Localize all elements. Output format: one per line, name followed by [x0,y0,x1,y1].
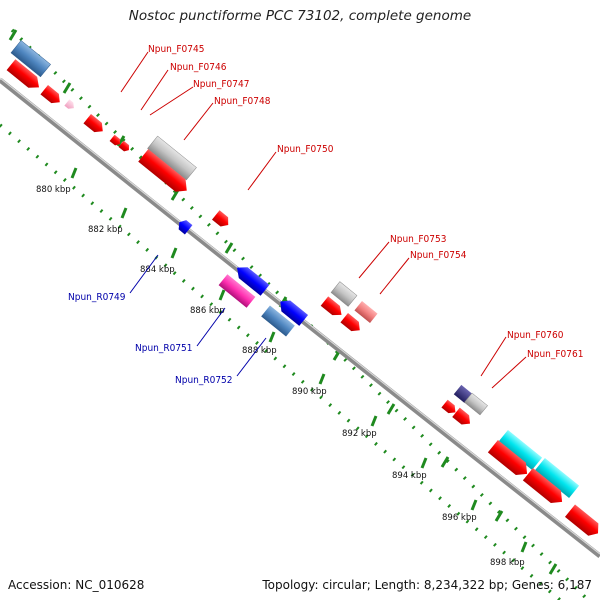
gene-label-f0746[interactable]: Npun_F0746 [170,62,227,73]
cds-arrow-small[interactable] [109,134,123,148]
cds-arrow-forward[interactable] [452,407,474,429]
accession-text: Accession: NC_010628 [8,578,145,592]
scale-label-884: 884 kbp [140,265,175,275]
gene-block-cyan[interactable] [534,457,580,499]
cds-arrow-forward[interactable] [138,149,192,197]
cds-arrow-forward[interactable] [40,85,63,107]
cds-arrow-reverse[interactable] [233,262,270,296]
gene-label-r0751[interactable]: Npun_R0751 [135,343,193,354]
scale-label-896: 896 kbp [442,513,477,523]
cds-arrow-forward[interactable] [487,439,532,480]
forward-callouts [120,51,527,389]
pseudo-arrow[interactable] [64,99,76,111]
gene-block-salmon[interactable] [354,301,378,323]
gene-block-gray[interactable] [147,135,197,181]
gene-block-steel[interactable] [10,40,51,78]
scale-labels: 880 kbp 882 kbp 884 kbp 886 kbp 888 kbp … [36,185,525,568]
cds-arrow-reverse[interactable] [176,218,193,235]
cds-arrow-forward[interactable] [441,399,458,417]
scale-label-886: 886 kbp [190,306,225,316]
gene-block-cyan[interactable] [497,429,543,471]
scale-label-880: 880 kbp [36,185,71,195]
cds-arrow-forward[interactable] [6,59,44,93]
gene-label-f0748[interactable]: Npun_F0748 [214,96,271,107]
gene-label-f0747[interactable]: Npun_F0747 [193,79,249,90]
scale-label-898: 898 kbp [490,558,525,568]
trna-block[interactable] [218,274,256,308]
cds-arrow-forward[interactable] [564,504,600,539]
cds-arrow-reverse[interactable] [276,296,309,326]
forward-labels: Npun_F0745 Npun_F0746 Npun_F0747 Npun_F0… [148,44,583,360]
inner-dotted-track [0,123,562,600]
cds-arrow-forward[interactable] [522,467,567,508]
rrna-block-steel[interactable] [261,305,295,337]
scale-label-888: 888 kbp [242,346,277,356]
cds-arrow-forward[interactable] [83,114,106,136]
cds-arrow-forward[interactable] [340,313,363,335]
scale-label-882: 882 kbp [88,225,123,235]
cds-arrow-forward[interactable] [320,296,346,319]
gene-label-r0752[interactable]: Npun_R0752 [175,375,233,386]
topology-summary: Topology: circular; Length: 8,234,322 bp… [262,578,592,592]
gene-label-f0753[interactable]: Npun_F0753 [390,234,446,245]
gene-label-f0761[interactable]: Npun_F0761 [527,349,583,360]
gene-label-r0749[interactable]: Npun_R0749 [68,292,126,303]
inner-major-ticks [70,167,528,553]
gene-label-f0750[interactable]: Npun_F0750 [277,144,334,155]
gene-block-gray[interactable] [464,392,488,416]
features [6,40,600,539]
cds-arrow-small[interactable] [118,140,132,154]
gene-label-f0760[interactable]: Npun_F0760 [507,330,564,341]
cds-arrow-forward[interactable] [212,210,232,229]
gene-block-gray[interactable] [330,281,358,307]
gene-label-f0754[interactable]: Npun_F0754 [410,250,467,261]
scale-label-894: 894 kbp [392,471,427,481]
gene-label-f0745[interactable]: Npun_F0745 [148,44,204,55]
map-title: Nostoc punctiforme PCC 73102, complete g… [128,8,472,24]
reverse-callouts [129,254,267,377]
scale-label-892: 892 kbp [342,429,377,439]
reverse-labels: Npun_R0749 Npun_R0751 Npun_R0752 [68,292,233,386]
scale-label-890: 890 kbp [292,387,327,397]
